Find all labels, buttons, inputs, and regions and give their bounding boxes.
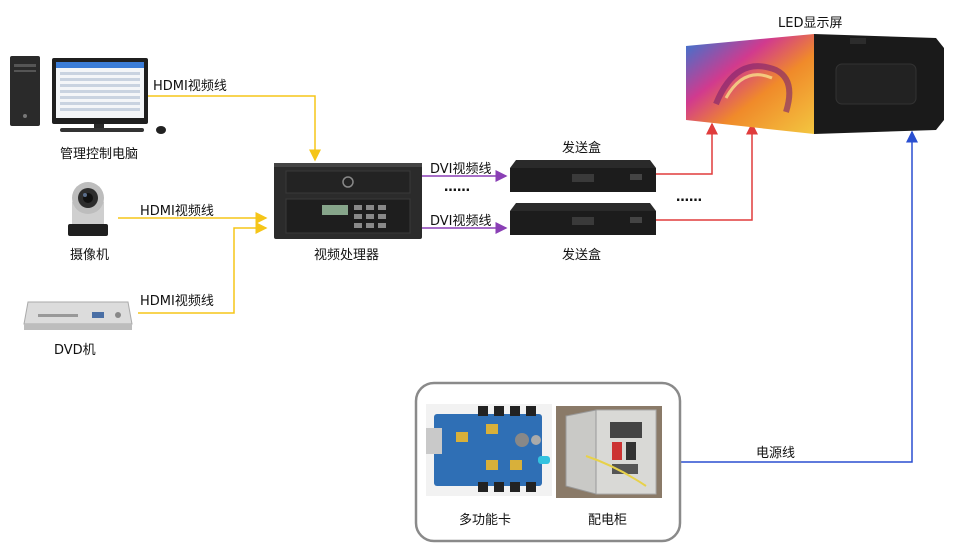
led-screen-icon (686, 34, 944, 134)
power-cable-label: 电源线 (756, 446, 796, 461)
led-label: LED显示屏 (778, 16, 843, 31)
sender-device-bottom (510, 203, 656, 235)
camera-icon (68, 182, 108, 236)
cabinet-device (556, 406, 662, 498)
multi-card-icon (426, 404, 552, 496)
pc-label: 管理控制电脑 (60, 147, 139, 162)
processor-label: 视频处理器 (314, 248, 380, 263)
hdmi-line-pc (138, 95, 321, 162)
hdmi-label-pc: HDMI视频线 (153, 79, 227, 94)
hdmi-line-dvd (138, 222, 268, 314)
dvd-icon (23, 301, 133, 330)
multi-card-label: 多功能卡 (459, 513, 512, 528)
processor-icon (274, 163, 422, 239)
dvi-label-top: DVI视频线 (430, 162, 492, 177)
power-line (681, 130, 918, 463)
sender-box-icon (510, 160, 656, 192)
hdmi-label-camera: HDMI视频线 (140, 204, 214, 219)
cabinet-label: 配电柜 (588, 513, 628, 528)
dvi-label-bottom: DVI视频线 (430, 214, 492, 229)
pc-device (8, 56, 168, 136)
sender-ellipsis: …… (676, 190, 702, 205)
dvd-device (22, 294, 134, 334)
led-screen-device (686, 34, 946, 134)
sender-box-icon (510, 203, 656, 235)
processor-device (274, 163, 422, 239)
net-line-bottom (656, 122, 758, 221)
camera-device (62, 176, 114, 240)
sender-device-top (510, 160, 656, 192)
pc-icon (10, 56, 166, 134)
sender-label-bottom: 发送盒 (562, 248, 602, 263)
hdmi-label-dvd: HDMI视频线 (140, 294, 214, 309)
control-group-box (414, 381, 682, 543)
net-line-top (656, 122, 718, 175)
multi-card-device (426, 404, 552, 496)
dvi-ellipsis: …… (444, 180, 470, 195)
sender-label-top: 发送盒 (562, 141, 602, 156)
camera-label: 摄像机 (70, 248, 110, 263)
cabinet-icon (556, 406, 662, 498)
dvd-label: DVD机 (54, 343, 96, 358)
